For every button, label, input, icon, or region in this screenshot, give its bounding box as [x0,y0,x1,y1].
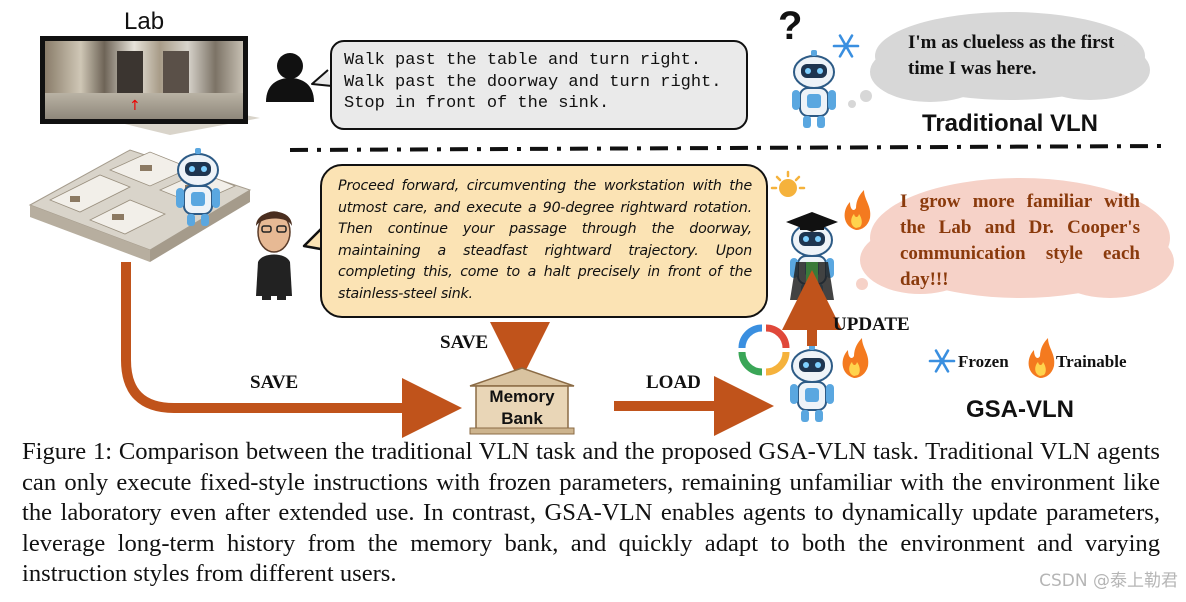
instruction-line: Walk past the doorway and turn right. [344,72,722,92]
question-mark-icon: ? [778,4,803,48]
figure-caption: Figure 1: Comparison between the traditi… [22,438,1160,588]
traditional-instruction-bubble: Walk past the table and turn right. Walk … [330,40,748,130]
trainable-flame-icon [844,190,871,230]
save-arrow-left [121,262,462,438]
update-label: UPDATE [833,314,910,335]
memory-bank: Memory Bank [472,372,572,436]
save-label-top: SAVE [440,332,489,353]
legend-flame-icon [1028,338,1055,378]
thought-text-traditional: I'm as clueless as the first time I was … [908,32,1115,79]
save-label-left: SAVE [250,372,299,393]
trainable-flame-icon [842,338,869,378]
instruction-line: Stop in front of the sink. [344,94,610,113]
watermark: CSDN @泰上勒君 [1039,571,1178,591]
floorplan-illustration [28,105,260,262]
legend-snowflake-icon [928,349,956,373]
instruction-line: Walk past the table and turn right. [344,51,702,70]
thought-cloud-traditional [848,12,1150,108]
frozen-snowflake-icon [832,34,860,58]
dr-cooper-avatar-icon [256,211,292,300]
section-divider [289,144,1166,152]
lab-panorama-image: ↑ [40,36,248,124]
legend-frozen-label: Frozen [958,352,1009,371]
styled-instruction-bubble: Proceed forward, circumventing the works… [320,164,768,318]
memory-bank-icon [469,367,575,435]
sun-icon [770,170,806,197]
user-silhouette-icon [266,53,314,102]
thought-text-gsa: I grow more familiar with the Lab and Dr… [900,191,1140,290]
legend-trainable-label: Trainable [1056,352,1127,371]
gsa-vln-title: GSA-VLN [966,396,1074,423]
memory-bank-label: Memory [489,387,555,406]
thought-cloud-gsa [856,178,1174,298]
robot-gsa-icon [789,343,835,423]
robot-traditional-icon [791,49,837,129]
memory-bank-label: Bank [501,409,543,428]
robot-graduate-icon [786,212,838,300]
lab-label: Lab [124,8,165,35]
update-cycle-icon [738,324,790,376]
load-label: LOAD [646,372,701,393]
traditional-vln-title: Traditional VLN [922,110,1099,137]
heading-arrow-icon: ↑ [129,98,141,114]
